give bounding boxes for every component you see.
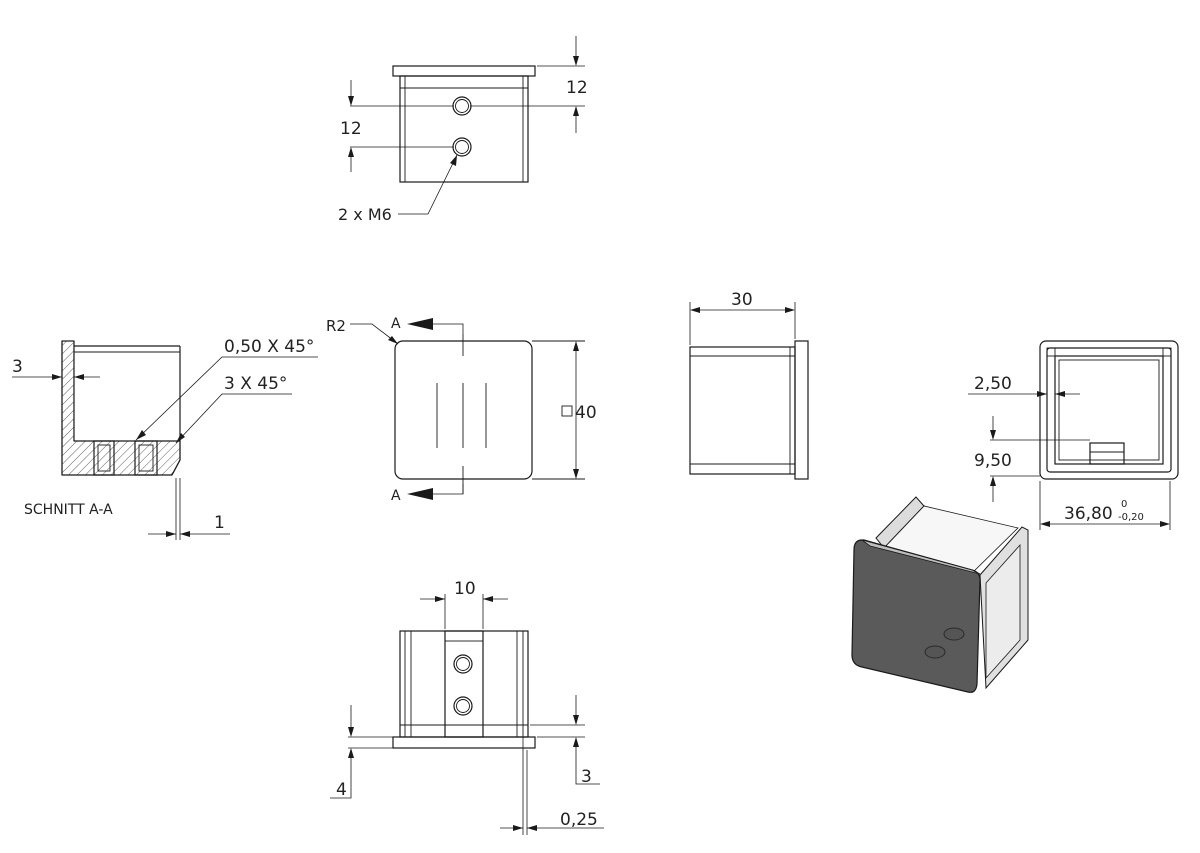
- top-view: [348, 36, 585, 215]
- radius-label: R2: [326, 317, 346, 335]
- section-mark-top: A: [391, 316, 401, 332]
- bottom-dim-0-25: 0,25: [560, 810, 598, 830]
- top-dim-12-right: 12: [566, 78, 588, 98]
- isometric-view: [851, 496, 1029, 693]
- section-title: SCHNITT A-A: [24, 502, 113, 518]
- back-view: [968, 340, 1179, 530]
- chamfer-small-label: 0,50 X 45°: [224, 337, 314, 357]
- chamfer-large-label: 3 X 45°: [224, 374, 287, 394]
- section-view: [12, 340, 318, 540]
- width-30-label: 30: [731, 290, 753, 310]
- bottom-dim-4: 4: [336, 780, 347, 800]
- bottom-dim-10: 10: [454, 579, 476, 599]
- square-size-label: 40: [575, 403, 597, 423]
- top-dim-12-left: 12: [340, 119, 362, 139]
- tolerance-lower: -0,20: [1118, 512, 1144, 523]
- bottom-dim-3: 3: [581, 767, 592, 787]
- thread-callout: 2 x M6: [338, 205, 392, 224]
- slot-9-50-label: 9,50: [974, 451, 1012, 471]
- section-dim-1: 1: [214, 513, 225, 533]
- outer-36-80-label: 36,80: [1064, 504, 1113, 524]
- side-view: [689, 302, 809, 480]
- bottom-view: [330, 594, 604, 835]
- section-mark-bottom: A: [391, 488, 401, 504]
- section-dim-3: 3: [12, 357, 23, 377]
- tolerance-upper: 0: [1121, 499, 1127, 510]
- front-view: [350, 318, 585, 500]
- wall-2-50-label: 2,50: [974, 374, 1012, 394]
